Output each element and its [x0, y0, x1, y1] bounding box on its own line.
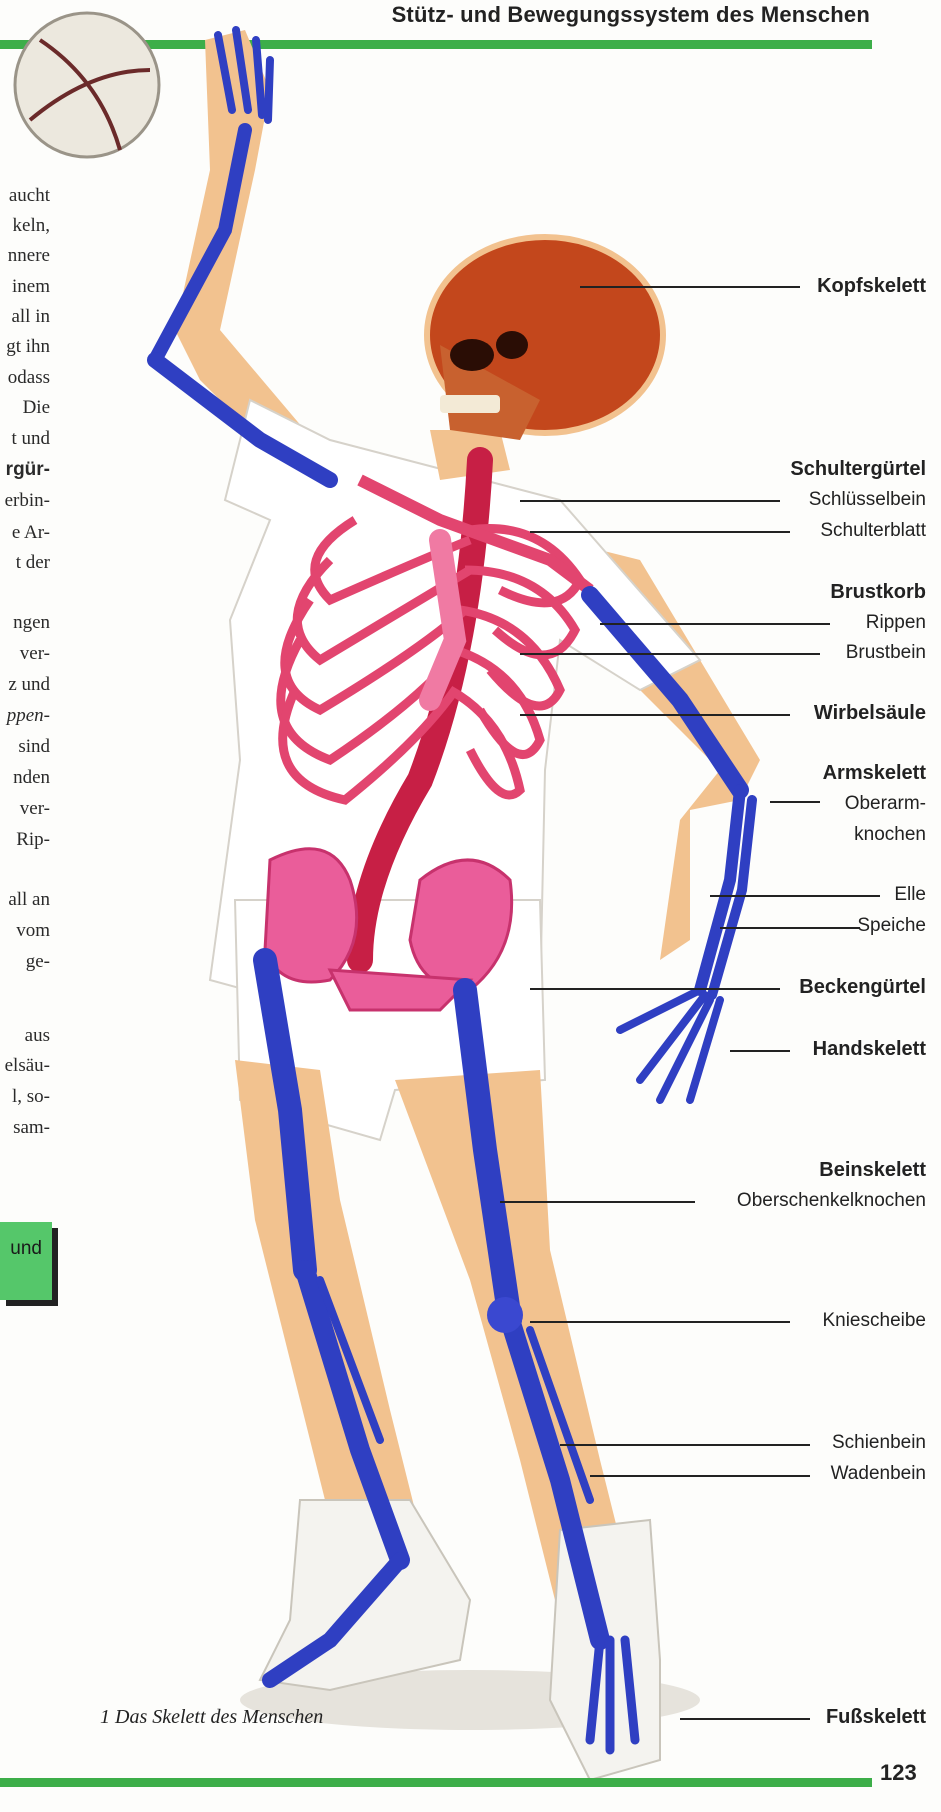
label-armskelett: Armskelett: [823, 762, 926, 785]
page-number: 123: [880, 1760, 917, 1786]
skull: [427, 237, 663, 440]
figure-caption: 1 Das Skelett des Menschen: [100, 1706, 323, 1729]
label-brustkorb: Brustkorb: [830, 581, 926, 604]
label-schulterblatt: Schulterblatt: [820, 520, 926, 542]
label-schlüsselbein: Schlüsselbein: [809, 489, 926, 511]
label-kopfskelett: Kopfskelett: [817, 275, 926, 298]
label-wirbelsäule: Wirbelsäule: [814, 702, 926, 725]
leader-line: [530, 988, 780, 990]
leader-line: [590, 1475, 810, 1477]
leader-line: [500, 1201, 695, 1203]
label-elle: Elle: [894, 884, 926, 906]
label-oberschenkelknochen: Oberschenkelknochen: [737, 1190, 926, 1212]
leader-line: [580, 286, 800, 288]
label-oberarm-1: Oberarm-: [845, 793, 926, 815]
kneecap: [487, 1297, 523, 1333]
leader-line: [520, 500, 780, 502]
leader-line: [520, 714, 790, 716]
label-wadenbein: Wadenbein: [831, 1463, 926, 1485]
label-rippen: Rippen: [866, 612, 926, 634]
leader-line: [710, 895, 880, 897]
leader-line: [560, 1444, 810, 1446]
label-schienbein: Schienbein: [832, 1432, 926, 1454]
leader-line: [730, 1050, 790, 1052]
leader-line: [530, 1321, 790, 1323]
label-kniescheibe: Kniescheibe: [822, 1310, 926, 1332]
label-brustbein: Brustbein: [846, 642, 926, 664]
label-beinskelett: Beinskelett: [819, 1159, 926, 1182]
leader-line: [520, 653, 820, 655]
leader-line: [770, 801, 820, 803]
label-speiche: Speiche: [857, 915, 926, 937]
label-fussskelett: Fußskelett: [826, 1706, 926, 1729]
leader-line: [680, 1718, 810, 1720]
leader-line: [720, 927, 860, 929]
label-handskelett: Handskelett: [813, 1038, 926, 1061]
label-beckengürtel: Beckengürtel: [799, 976, 926, 999]
bottom-green-rule: [0, 1778, 872, 1787]
leader-line: [600, 623, 830, 625]
label-schultergürtel: Schultergürtel: [790, 458, 926, 481]
leader-line: [530, 531, 790, 533]
label-oberarm-2: knochen: [854, 824, 926, 846]
ball-illustration: [15, 13, 159, 157]
